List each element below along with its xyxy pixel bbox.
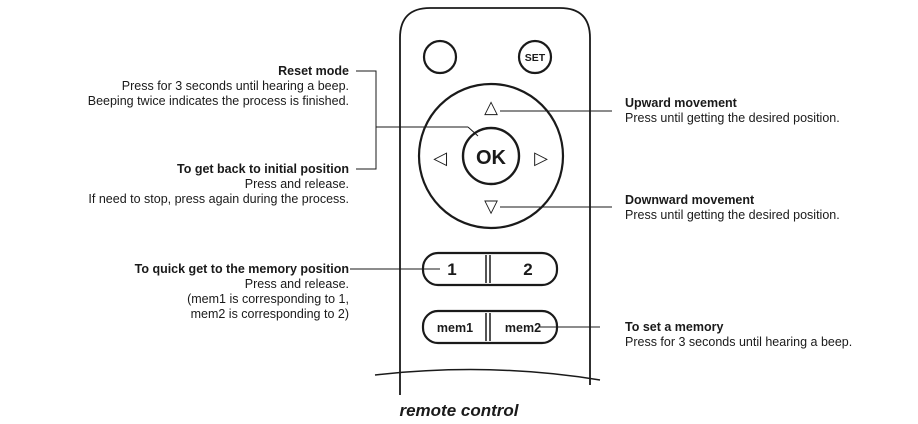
mem2-button[interactable]: mem2 — [505, 321, 541, 335]
memory-position-line3: mem2 is corresponding to 2) — [190, 307, 349, 321]
reset-mode-annotation: Reset mode Press for 3 seconds until hea… — [88, 64, 349, 109]
ok-label: OK — [476, 147, 507, 169]
remote-body — [399, 7, 591, 395]
upward-annotation: Upward movement Press until getting the … — [625, 96, 840, 126]
up-arrow-icon[interactable]: △ — [484, 97, 498, 118]
set-memory-annotation: To set a memory Press for 3 seconds unti… — [625, 320, 852, 350]
mem1-button[interactable]: mem1 — [437, 321, 473, 335]
memory-position-line1: Press and release. — [244, 277, 349, 291]
reset-mode-line2: Beeping twice indicates the process is f… — [87, 94, 349, 108]
set-label: SET — [525, 52, 546, 64]
reset-mode-line1: Press for 3 seconds until hearing a beep… — [121, 79, 349, 93]
set-memory-title: To set a memory — [625, 320, 724, 334]
memory-set-buttons: mem1 mem2 — [421, 309, 559, 345]
initial-position-annotation: To get back to initial position Press an… — [88, 162, 349, 207]
initial-position-title: To get back to initial position — [177, 162, 349, 176]
down-arrow-icon[interactable]: ▽ — [484, 196, 498, 217]
right-arrow-icon[interactable]: ▷ — [534, 148, 548, 169]
left-arrow-icon[interactable]: ◁ — [433, 148, 447, 169]
ok-button[interactable]: OK — [461, 126, 521, 186]
figure-caption: remote control — [399, 401, 519, 420]
reset-mode-title: Reset mode — [278, 64, 349, 78]
memory-position-line2: (mem1 is corresponding to 1, — [187, 292, 349, 306]
initial-position-line2: If need to stop, press again during the … — [88, 192, 349, 206]
initial-position-line1: Press and release. — [244, 177, 349, 191]
memory-position-title: To quick get to the memory position — [134, 262, 349, 276]
downward-title: Downward movement — [625, 193, 755, 207]
downward-line1: Press until getting the desired position… — [625, 208, 840, 222]
leader-ok-diag — [467, 126, 479, 137]
set-button[interactable]: SET — [517, 39, 553, 75]
button-1[interactable]: 1 — [447, 260, 456, 279]
remote-bottom-curve — [374, 368, 601, 381]
memory-recall-buttons: 1 2 — [421, 251, 559, 287]
memory-position-annotation: To quick get to the memory position Pres… — [135, 262, 349, 322]
button-2[interactable]: 2 — [523, 260, 532, 279]
leader-lines — [350, 70, 612, 328]
power-button[interactable] — [422, 39, 458, 75]
upward-title: Upward movement — [625, 96, 737, 110]
set-memory-line1: Press for 3 seconds until hearing a beep… — [625, 335, 853, 349]
upward-line1: Press until getting the desired position… — [625, 111, 840, 125]
downward-annotation: Downward movement Press until getting th… — [625, 193, 840, 223]
leader-reset-bracket — [356, 70, 377, 170]
